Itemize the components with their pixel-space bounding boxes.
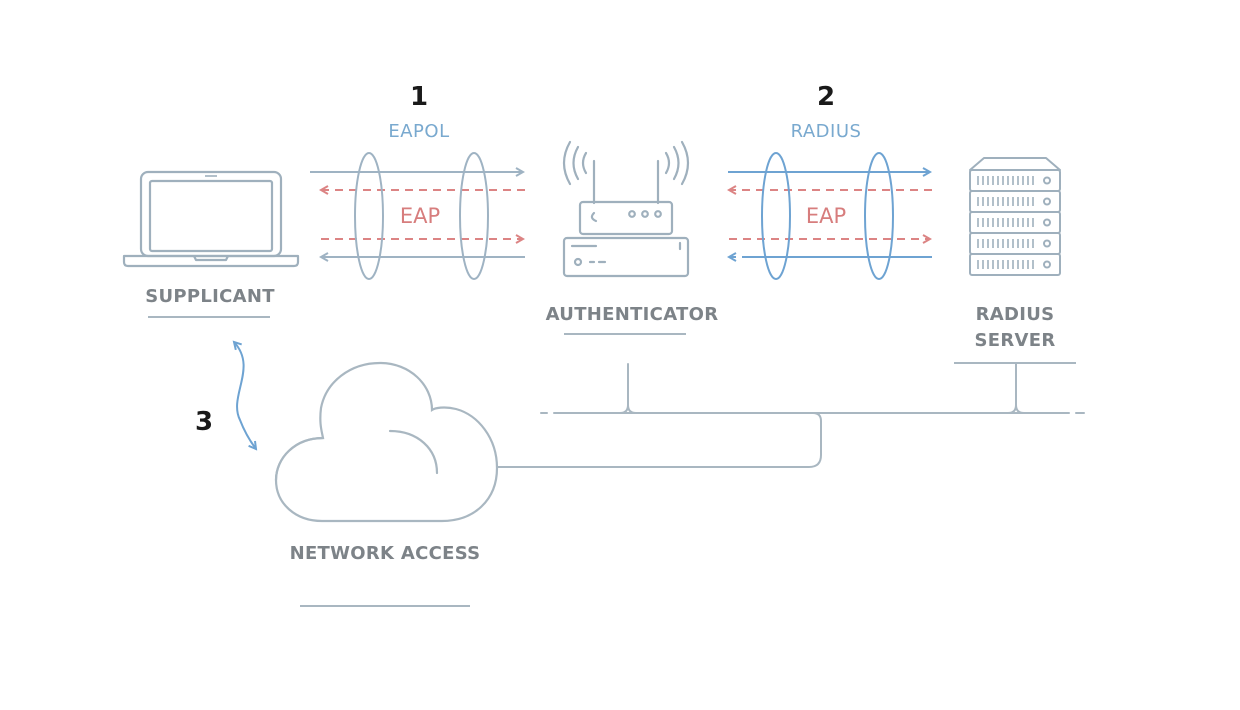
device-label-radius-line2: SERVER bbox=[974, 330, 1055, 351]
tunnel-ring bbox=[354, 152, 384, 280]
device-label-supplicant: SUPPLICANT bbox=[145, 286, 275, 307]
step-2-number: 2 bbox=[817, 82, 835, 112]
tunnel-ring bbox=[459, 152, 489, 280]
eap-label-right: EAP bbox=[806, 204, 846, 228]
device-label-radius-line1: RADIUS bbox=[976, 304, 1055, 325]
server-rack-icon bbox=[969, 157, 1061, 276]
tunnel-ring bbox=[761, 152, 791, 280]
protocol-label-radius: RADIUS bbox=[791, 121, 862, 142]
router-icon bbox=[562, 140, 690, 278]
laptop-icon bbox=[122, 170, 300, 268]
step-1-number: 1 bbox=[410, 82, 428, 112]
protocol-label-eapol: EAPOL bbox=[388, 121, 449, 142]
eap-label-left: EAP bbox=[400, 204, 440, 228]
device-label-network-access: NETWORK ACCESS bbox=[290, 543, 481, 564]
eapol-tunnel bbox=[310, 152, 525, 280]
cloud-icon bbox=[274, 361, 499, 523]
tunnel-ring bbox=[864, 152, 894, 280]
network-bus bbox=[496, 363, 1085, 468]
device-label-authenticator: AUTHENTICATOR bbox=[546, 304, 719, 325]
step-3-double-arrow bbox=[234, 342, 256, 449]
radius-tunnel bbox=[728, 152, 932, 280]
step-3-number: 3 bbox=[195, 407, 213, 437]
